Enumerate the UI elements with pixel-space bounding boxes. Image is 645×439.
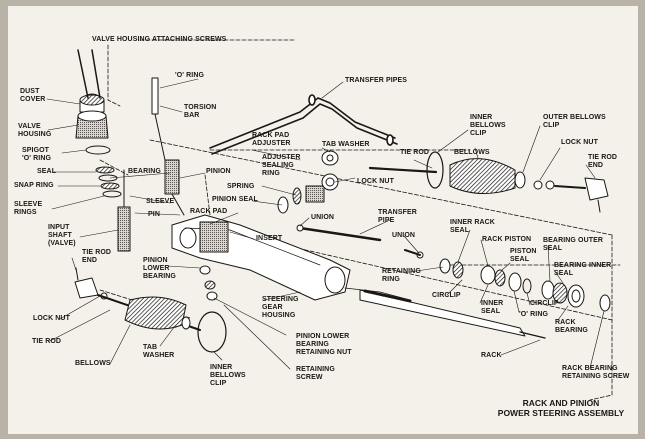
rack-shaft	[359, 289, 546, 339]
label-rack-piston: RACK PISTON	[482, 236, 532, 243]
label-inner-rack-seal: INNER RACK SEAL	[450, 219, 495, 234]
label-rack-bearing: RACK BEARING	[555, 319, 588, 334]
tie-rod-lower-left	[74, 267, 227, 353]
label-valve-housing-screws: VALVE HOUSING ATTACHING SCREWS	[92, 36, 227, 43]
label-lock-nut-left: LOCK NUT	[33, 315, 70, 322]
label-rack: RACK	[481, 352, 502, 359]
label-bellows-top: BELLOWS	[454, 149, 490, 156]
rack-pad-adjuster-stack	[277, 150, 339, 214]
label-bearing: BEARING	[128, 168, 161, 175]
label-retaining-ring: RETAINING RING	[382, 268, 421, 283]
label-union-mid: UNION	[311, 214, 335, 221]
label-lock-nut-mid: LOCK NUT	[357, 178, 394, 185]
tie-rod-upper-right	[368, 151, 609, 213]
label-seal: SEAL	[37, 168, 57, 175]
steering-gear-housing-drawing	[171, 214, 411, 301]
label-inner-bellows-clip-top: INNER BELLOWS CLIP	[470, 114, 506, 137]
label-tab-washer-left: TAB WASHER	[143, 344, 175, 359]
label-bearing-inner-seal: BEARING INNER SEAL	[554, 262, 612, 277]
label-pinion-lower-bearing-nut: PINION LOWER BEARING RETAINING NUT	[296, 333, 352, 356]
label-pinion-lower-bearing: PINION LOWER BEARING	[143, 257, 176, 280]
caption-line-2: POWER STEERING ASSEMBLY	[497, 408, 625, 418]
label-tie-rod-mid: TIE ROD	[400, 149, 430, 156]
label-o-ring-right: 'O' RING	[519, 311, 549, 318]
label-lock-nut-right: LOCK NUT	[561, 139, 598, 146]
label-input-shaft: INPUT SHAFT (VALVE)	[48, 224, 76, 247]
label-retaining-screw: RETAINING SCREW	[296, 366, 335, 381]
label-rack-pad: RACK PAD	[190, 208, 228, 215]
pinion-lower-parts	[199, 265, 218, 301]
label-sleeve-rings: SLEEVE RINGS	[14, 201, 43, 216]
label-insert: INSERT	[256, 235, 283, 242]
label-circlip-right: CIRCLIP	[530, 300, 559, 307]
label-transfer-pipes: TRANSFER PIPES	[345, 77, 408, 84]
label-o-ring-top: 'O' RING	[175, 72, 205, 79]
caption-line-1: RACK AND PINION	[522, 398, 600, 408]
label-tie-rod-left: TIE ROD	[32, 338, 62, 345]
label-pinion-seal: PINION SEAL	[212, 196, 258, 203]
label-snap-ring: SNAP RING	[14, 182, 54, 189]
label-pinion: PINION	[206, 168, 231, 175]
label-transfer-pipe: TRANSFER PIPE	[378, 209, 417, 224]
label-inner-bellows-clip-left: INNER BELLOWS CLIP	[210, 364, 246, 387]
transfer-pipes	[209, 94, 398, 155]
label-tie-rod-end-right: TIE ROD END	[588, 154, 618, 169]
label-rack-pad-adjuster: RACK PAD ADJUSTER	[252, 132, 291, 147]
leader-lines	[46, 78, 605, 370]
label-sleeve: SLEEVE	[146, 198, 175, 205]
label-dust-cover: DUST COVER	[20, 88, 46, 103]
label-adjuster-sealing-ring: ADJUSTER SEALING RING	[262, 154, 301, 177]
label-steering-gear-housing: STEERING GEAR HOUSING	[262, 296, 299, 319]
label-bearing-outer-seal: BEARING OUTER SEAL	[543, 237, 604, 252]
torsion-bar-and-screws	[77, 49, 185, 216]
label-tab-washer-top: TAB WASHER	[322, 141, 370, 148]
label-spring: SPRING	[227, 183, 255, 190]
label-torsion-bar: TORSION BAR	[184, 104, 217, 119]
label-outer-bellows-clip: OUTER BELLOWS CLIP	[543, 114, 606, 129]
label-circlip-left: CIRCLIP	[432, 292, 461, 299]
transfer-pipe-middle	[296, 224, 424, 259]
label-pin: PIN	[148, 211, 160, 218]
label-spigot-o-ring: SPIGOT 'O' RING	[22, 147, 52, 162]
label-tie-rod-end-left: TIE ROD END	[82, 249, 112, 264]
label-valve-housing: VALVE HOUSING	[18, 123, 52, 138]
rack-seal-stack	[439, 258, 611, 312]
label-bellows-left: BELLOWS	[75, 360, 111, 367]
paper-sheet	[8, 6, 638, 434]
label-piston-seal: PISTON SEAL	[510, 248, 537, 263]
label-rack-bearing-retaining-screw: RACK BEARING RETAINING SCREW	[562, 365, 630, 380]
label-inner-seal: INNER SEAL	[481, 300, 504, 315]
label-union-right: UNION	[392, 232, 416, 239]
